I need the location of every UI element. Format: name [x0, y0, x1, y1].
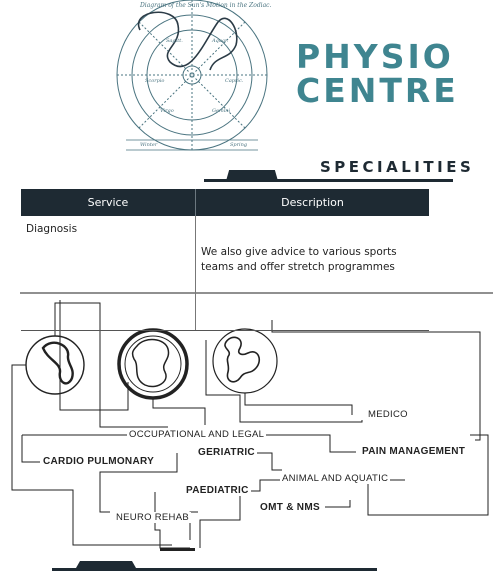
table-row: Diagnosis We also give advice to various… — [21, 216, 429, 331]
label-omt-nms: OMT & NMS — [258, 502, 322, 513]
label-geriatric: GERIATRIC — [196, 447, 257, 458]
services-table: Service Description Diagnosis We also gi… — [21, 189, 429, 331]
svg-text:Sagitt.: Sagitt. — [166, 38, 183, 44]
brand-line-1: PHYSIO — [296, 37, 454, 76]
svg-text:Gemini: Gemini — [212, 108, 231, 114]
section-title-tab — [226, 170, 278, 181]
svg-text:Spring: Spring — [230, 142, 247, 148]
svg-text:Virgo: Virgo — [160, 108, 174, 114]
column-header-service: Service — [21, 189, 196, 216]
label-pain-management: PAIN MANAGEMENT — [360, 446, 468, 457]
label-animal-aquatic: ANIMAL AND AQUATIC — [280, 473, 391, 484]
label-paediatric: PAEDIATRIC — [184, 485, 251, 496]
svg-text:Capric.: Capric. — [225, 78, 244, 84]
label-cardio-pulmonary: CARDIO PULMONARY — [41, 456, 157, 467]
service-cell: Diagnosis — [21, 216, 196, 331]
section-title: SPECIALITIES — [320, 158, 475, 176]
svg-text:Winter: Winter — [140, 142, 158, 148]
label-neuro-rehab: NEURO REHAB — [114, 512, 191, 523]
column-header-description: Description — [195, 189, 429, 216]
description-cell: We also give advice to various sports te… — [195, 216, 429, 331]
section-title-rule — [204, 179, 453, 182]
label-medico: MEDICO — [366, 409, 410, 420]
svg-text:Scorpio: Scorpio — [145, 78, 164, 84]
table-header-row: Service Description — [21, 189, 429, 216]
svg-text:Diagram of the Sun's Motion in: Diagram of the Sun's Motion in the Zodia… — [139, 2, 272, 9]
svg-text:Aquar.: Aquar. — [211, 38, 229, 44]
brand-line-2: CENTRE — [296, 71, 459, 110]
label-occupational-legal: OCCUPATIONAL AND LEGAL — [127, 429, 267, 440]
brand-logo: PHYSIO CENTRE — [296, 40, 459, 107]
